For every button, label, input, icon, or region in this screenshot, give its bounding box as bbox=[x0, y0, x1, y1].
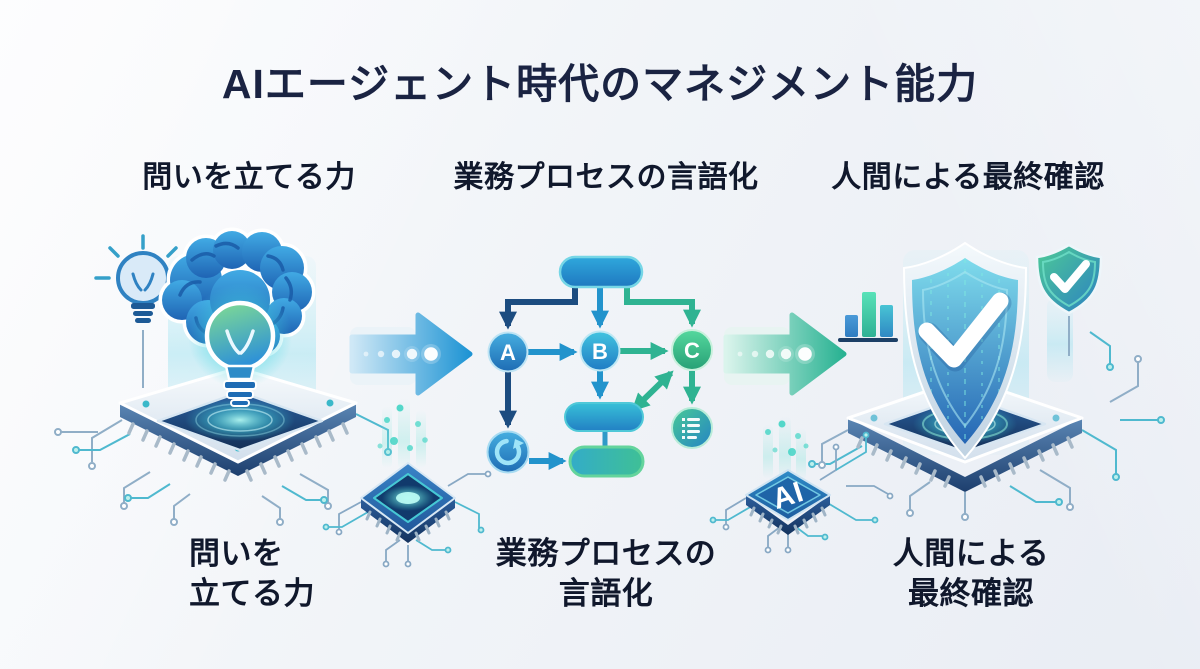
caption-line: 業務プロセスの bbox=[495, 536, 717, 571]
particles bbox=[377, 404, 428, 451]
ai-chip-icon: AI bbox=[709, 416, 894, 554]
small-shield-check-icon bbox=[1035, 243, 1103, 315]
flow-node-a: A bbox=[487, 331, 529, 373]
brain-lightbulb-on-chip-icon bbox=[54, 227, 392, 526]
shield-check-icon bbox=[902, 241, 1028, 460]
chip-pins bbox=[127, 422, 349, 482]
shield-check-on-chip-icon bbox=[808, 241, 1165, 521]
flow-node-b-label: B bbox=[592, 339, 608, 364]
list-node bbox=[671, 407, 713, 449]
flow-node-b: B bbox=[579, 330, 621, 372]
section-heading-final-check: 人間による最終確認 bbox=[831, 161, 1105, 194]
flow-node-c: C bbox=[671, 329, 713, 371]
glowing-lightbulb-icon bbox=[188, 284, 292, 407]
flow-end-node bbox=[568, 445, 645, 478]
particles bbox=[765, 420, 809, 456]
flow-dots-arrow-icon bbox=[349, 312, 473, 396]
glowing-chip-icon bbox=[322, 398, 492, 568]
caption-line: 立てる力 bbox=[189, 575, 315, 611]
caption-questioning: 問いを 立てる力 bbox=[189, 534, 315, 613]
caption-final-check: 人間による 最終確認 bbox=[815, 534, 1127, 613]
section-heading-process: 業務プロセスの言語化 bbox=[453, 161, 759, 194]
flow-node-a-label: A bbox=[500, 340, 516, 365]
double-arrow-icon bbox=[631, 370, 674, 412]
loop-icon bbox=[494, 438, 524, 466]
circuit-trace-icon bbox=[808, 316, 1165, 521]
flowchart-icon: A B C bbox=[486, 255, 713, 478]
loop-node bbox=[486, 430, 530, 474]
flowchart-arrows bbox=[499, 287, 701, 470]
bar-chart-icon bbox=[838, 292, 898, 342]
circuit-trace-icon bbox=[709, 431, 894, 554]
flow-node-c-label: C bbox=[684, 338, 700, 363]
flow-process-node bbox=[564, 402, 644, 432]
page-title: AIエージェント時代のマネジメント能力 bbox=[221, 61, 979, 107]
section-heading-questioning: 問いを立てる力 bbox=[142, 161, 356, 194]
caption-line: 人間による bbox=[892, 536, 1050, 571]
caption-line: 最終確認 bbox=[908, 575, 1034, 611]
caption-line: 言語化 bbox=[558, 575, 654, 611]
caption-line: 問いを bbox=[189, 536, 284, 571]
flow-start-node bbox=[558, 255, 644, 289]
glow-column bbox=[1047, 298, 1073, 382]
cpu-chip-icon bbox=[118, 366, 358, 482]
flow-dots-arrow-icon bbox=[723, 312, 847, 396]
list-icon bbox=[682, 418, 700, 439]
circuit-trace-icon bbox=[322, 470, 492, 568]
chip-pins bbox=[856, 436, 1074, 488]
caption-process: 業務プロセスの 言語化 bbox=[450, 534, 762, 613]
